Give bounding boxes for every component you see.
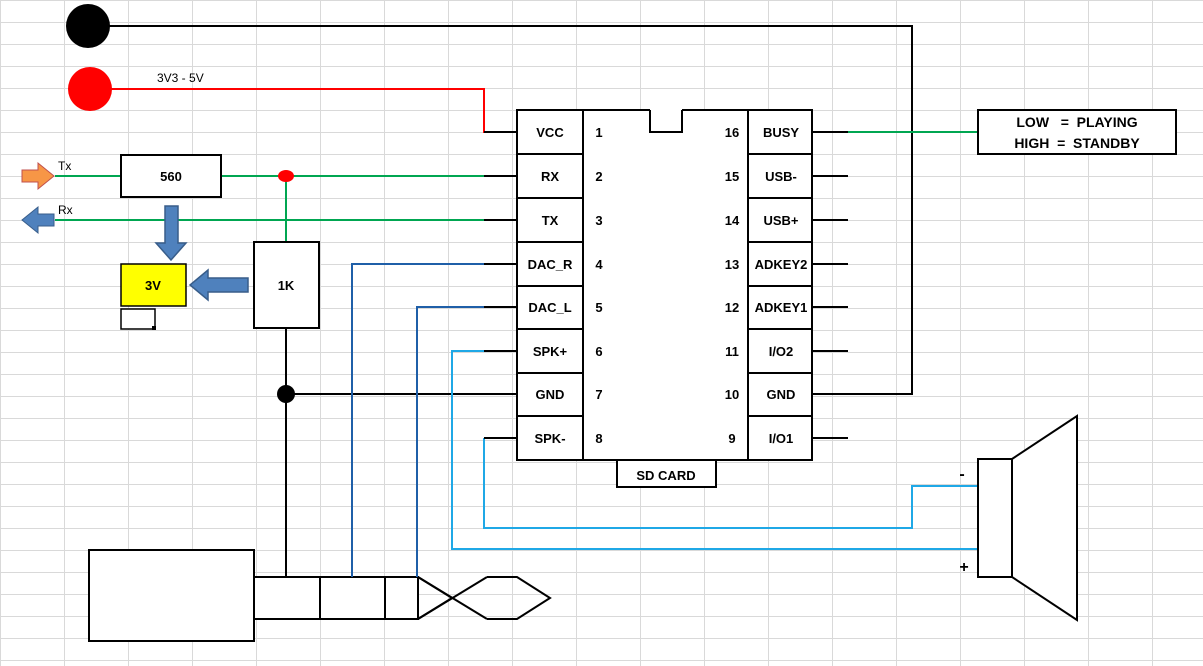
right-pin-stubs <box>812 131 848 439</box>
pin-label: I/O1 <box>769 431 794 446</box>
pin-number: 9 <box>728 431 735 446</box>
sd-card-label: SD CARD <box>636 468 695 483</box>
pin-number: 2 <box>595 169 602 184</box>
busy-status-line1: LOW = PLAYING <box>1016 114 1137 130</box>
pin-number: 1 <box>595 125 602 140</box>
speaker-plus-label: + <box>959 559 968 576</box>
pin-number: 7 <box>595 387 602 402</box>
selection-handle <box>120 308 156 330</box>
sd-card-slot <box>616 459 717 488</box>
tx-junction-dot <box>278 170 294 182</box>
pin-number: 16 <box>725 125 739 140</box>
pin-label: I/O2 <box>769 344 794 359</box>
down-arrow-icon <box>154 205 188 262</box>
audio-jack-plug <box>88 549 552 642</box>
rx-label: Rx <box>58 203 73 217</box>
mp3-module: SD CARD <box>516 108 813 488</box>
vcc-wire <box>92 88 517 133</box>
selection-handle-corner <box>152 326 156 330</box>
pin-label: GND <box>767 387 796 402</box>
spk-plus-wire <box>451 350 978 550</box>
busy-status-line2: HIGH = STANDBY <box>1014 135 1140 151</box>
pin-label: DAC_R <box>528 257 573 272</box>
rx-arrow-icon <box>21 205 55 235</box>
pin-number: 4 <box>595 257 603 272</box>
tx-label: Tx <box>58 159 71 173</box>
spk-minus-wire <box>483 438 978 529</box>
dac-r-wire <box>351 263 484 577</box>
pin-number: 8 <box>595 431 602 446</box>
pin-number: 12 <box>725 300 739 315</box>
pin-label: ADKEY2 <box>755 257 808 272</box>
dac-l-wire <box>416 306 484 577</box>
pin-number: 14 <box>725 213 740 228</box>
resistor-1k <box>253 241 320 329</box>
speaker-minus-label: - <box>959 466 964 483</box>
pin-label: USB+ <box>763 213 798 228</box>
resistor-560 <box>120 154 222 198</box>
pin-label: TX <box>542 213 559 228</box>
pin-label: DAC_L <box>528 300 571 315</box>
pin-label: GND <box>536 387 565 402</box>
pin-number: 11 <box>725 344 739 359</box>
tx-arrow-icon <box>21 161 55 191</box>
supply-voltage-label: 3V3 - 5V <box>157 71 204 85</box>
vcc-terminal <box>68 67 112 111</box>
pin-number: 3 <box>595 213 602 228</box>
pin-label: SPK+ <box>533 344 568 359</box>
pin-label: USB- <box>765 169 797 184</box>
resistor-560-label: 560 <box>160 169 182 184</box>
busy-status-box <box>977 109 1177 155</box>
pin-label: ADKEY1 <box>755 300 808 315</box>
left-arrow-icon <box>188 268 249 302</box>
pin-label: RX <box>541 169 559 184</box>
pin-label: BUSY <box>763 125 799 140</box>
speaker-icon <box>977 414 1078 622</box>
right-pin-labels: 16 BUSY 15 USB- 14 USB+ 13 ADKEY2 12 ADK… <box>725 125 808 446</box>
resistor-1k-label: 1K <box>278 278 295 293</box>
gnd-wire-top <box>88 25 913 395</box>
pin-label: SPK- <box>534 431 565 446</box>
level-3v-label: 3V <box>145 278 161 293</box>
gnd-junction-dot <box>277 385 295 403</box>
left-pin-labels: VCC 1 RX 2 TX 3 DAC_R 4 DAC_L 5 SPK+ 6 G… <box>528 125 604 446</box>
level-3v-box <box>120 263 187 307</box>
gnd-terminal <box>66 4 110 48</box>
pin-number: 13 <box>725 257 739 272</box>
pin-number: 15 <box>725 169 739 184</box>
pin-number: 6 <box>595 344 602 359</box>
pin-number: 10 <box>725 387 739 402</box>
pin-number: 5 <box>595 300 602 315</box>
pin-label: VCC <box>536 125 564 140</box>
